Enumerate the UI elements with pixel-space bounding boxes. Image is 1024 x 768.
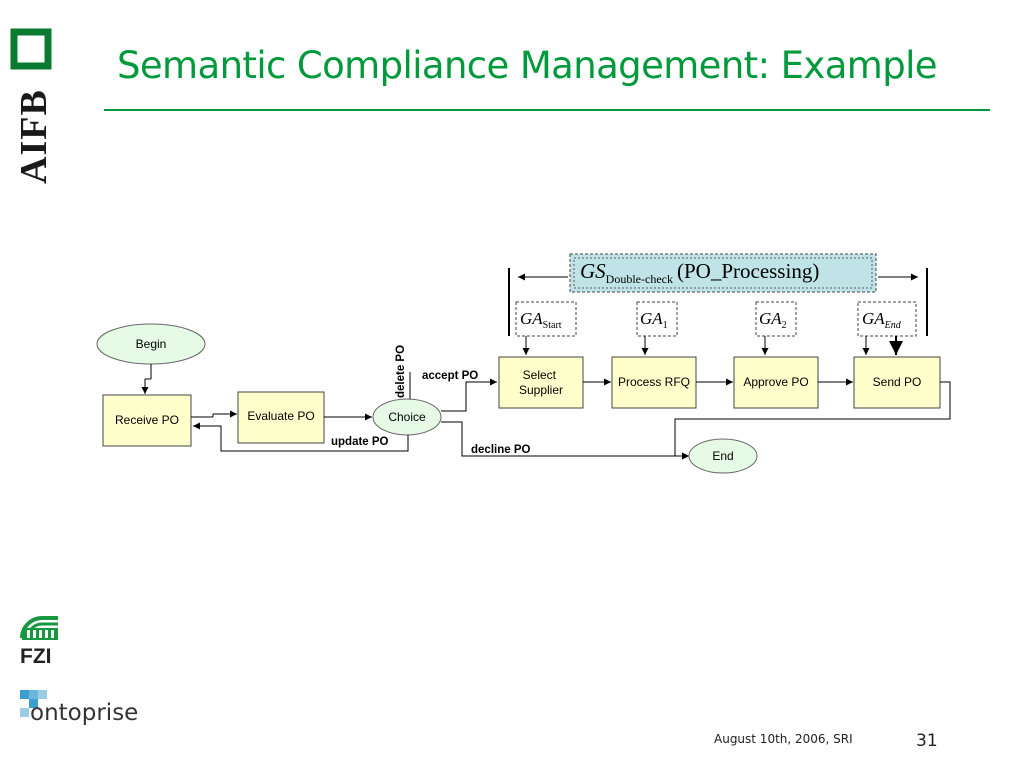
approve-po-label: Approve PO xyxy=(743,375,808,389)
goal-scope-label: GSDouble-check(PO_Processing) xyxy=(580,259,819,286)
svg-text:ontoprise: ontoprise xyxy=(30,700,138,726)
ontoprise-logo-text: ntoprise xyxy=(44,700,138,726)
page-number: 31 xyxy=(916,731,938,751)
goal-action-end-label: GAEnd xyxy=(862,309,902,331)
update-po-label: update PO xyxy=(331,436,389,448)
send-po-activity xyxy=(853,356,941,409)
aifb-logo-text: AIFB xyxy=(13,89,55,184)
select-supplier-activity xyxy=(498,356,584,409)
ontoprise-mark-icon xyxy=(20,690,47,717)
delete-po-label: delete PO xyxy=(395,345,407,398)
goal-action-start-box xyxy=(515,301,577,337)
aifb-square-icon xyxy=(10,28,52,70)
receive-po-activity xyxy=(102,394,192,447)
accept-po-label: accept PO xyxy=(422,370,478,382)
accept-po-arrow xyxy=(441,378,497,412)
evaluate-po-label: Evaluate PO xyxy=(247,409,314,423)
decline-po-arrow xyxy=(441,421,689,460)
slide-title: Semantic Compliance Management: Example xyxy=(117,44,938,87)
goal-action-1-label: GA1 xyxy=(640,309,668,331)
update-po-arrow xyxy=(193,422,409,452)
choice-event xyxy=(372,398,442,436)
ontoprise-logo: ontoprise xyxy=(20,690,138,726)
goal-action-2-box xyxy=(755,301,797,337)
evaluate-po-activity xyxy=(237,391,325,444)
end-label: End xyxy=(712,449,733,463)
choice-label: Choice xyxy=(388,410,426,424)
fzi-logo: FZI xyxy=(20,616,58,668)
goal-action-end-box xyxy=(857,301,917,337)
approve-po-activity xyxy=(733,356,819,409)
goal-action-2-label: GA2 xyxy=(759,309,787,331)
receive-po-label: Receive PO xyxy=(115,413,179,427)
end-event xyxy=(688,438,758,474)
begin-label: Begin xyxy=(136,337,167,351)
goal-scope-box xyxy=(569,253,877,293)
send-po-label: Send PO xyxy=(873,375,922,389)
footer-date: August 10th, 2006, SRI xyxy=(714,732,853,746)
select-supplier-label: Select Supplier xyxy=(519,368,563,397)
fzi-logo-text: FZI xyxy=(20,645,52,668)
process-rfq-label: Process RFQ xyxy=(618,375,690,389)
title-rule xyxy=(104,109,990,111)
goal-action-1-box xyxy=(636,301,678,337)
decline-po-label: decline PO xyxy=(471,444,530,456)
send-to-end-arrow xyxy=(674,381,951,460)
aifb-logo: AIFB xyxy=(10,28,55,184)
ontoprise-logo-initial: o xyxy=(30,700,44,726)
goal-action-start-label: GAStart xyxy=(520,309,562,331)
